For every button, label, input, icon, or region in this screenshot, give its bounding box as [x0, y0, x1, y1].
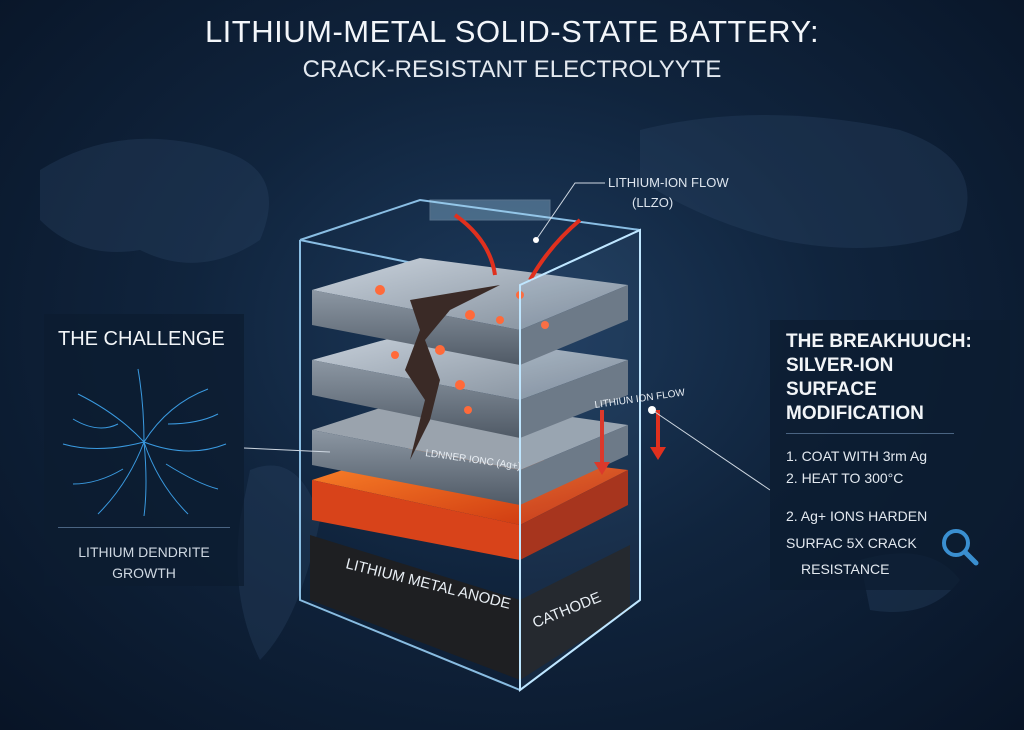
step-3b: SURFAC 5X CRACK [786, 535, 917, 551]
heading-line2: SILVER-ION [786, 355, 894, 376]
dendrite-icon [62, 368, 227, 517]
callout-llzo: (LLZO) [632, 195, 674, 210]
caption-line2: GROWTH [112, 565, 176, 581]
top-plate [429, 199, 551, 221]
crack [405, 285, 500, 460]
challenge-panel: THE CHALLENGE LITHIUM DENDRITE GROWTH [44, 314, 244, 586]
divider [58, 527, 230, 528]
step-3c: RESISTANCE [801, 561, 890, 577]
page-title: LITHIUM-METAL SOLID-STATE BATTERY: [204, 14, 820, 49]
caption-line1: LITHIUM DENDRITE [78, 544, 210, 560]
electrolyte-layers [312, 258, 628, 505]
challenge-heading: THE CHALLENGE [58, 328, 225, 350]
step-1: 1. COAT WITH 3rm Ag [786, 448, 928, 464]
heading-line4: MODIFICATION [786, 403, 924, 424]
ion-flow-arrows [453, 213, 660, 465]
page-subtitle: CRACK-RESISTANT ELECTROLYYTE [302, 56, 722, 83]
breakthrough-heading: THE BREAKHUUCH: SILVER-ION SURFACE MODIF… [786, 330, 972, 426]
divider [786, 433, 954, 434]
ion-particles [375, 285, 549, 414]
callout-ion-flow: LITHIUM-ION FLOW [608, 175, 729, 190]
heading-line1: THE BREAKHUUCH: [786, 331, 972, 352]
step-3: 2. Ag+ IONS HARDEN [786, 508, 928, 524]
heading-line3: SURFACE [786, 379, 877, 400]
breakthrough-panel: THE BREAKHUUCH: SILVER-ION SURFACE MODIF… [770, 320, 1010, 590]
step-2: 2. HEAT TO 300°C [786, 470, 904, 486]
magnifier-icon [942, 529, 979, 566]
base-block [310, 535, 630, 680]
